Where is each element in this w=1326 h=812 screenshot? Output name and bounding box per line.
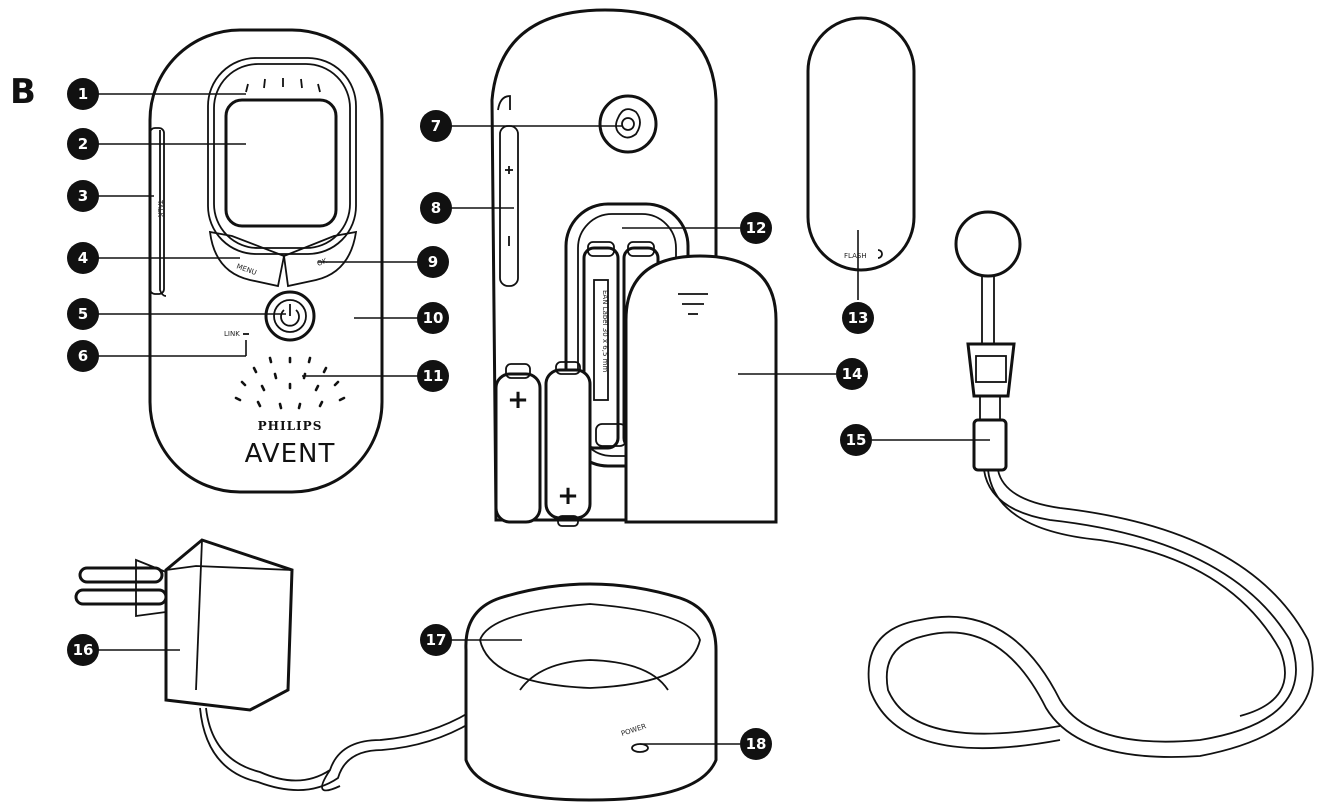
flash-label: FLASH bbox=[844, 252, 867, 260]
battery-label: EAN Label 30 x 6,5 mm bbox=[601, 290, 609, 372]
adapter-cable bbox=[205, 707, 471, 782]
svg-text:6: 6 bbox=[78, 347, 88, 365]
neck-cord bbox=[867, 210, 1314, 758]
brand-avent: AVENT bbox=[245, 439, 336, 469]
callout-5: 5 bbox=[67, 298, 99, 330]
callout-2: 2 bbox=[67, 128, 99, 160]
parent-unit-front: TALK MENU OK LINK bbox=[148, 28, 384, 494]
cord-buckle[interactable] bbox=[966, 342, 1016, 398]
display-screen bbox=[224, 98, 338, 228]
power-adapter bbox=[74, 538, 294, 712]
svg-text:17: 17 bbox=[426, 631, 447, 649]
svg-text:18: 18 bbox=[746, 735, 767, 753]
svg-text:10: 10 bbox=[423, 309, 444, 327]
callout-3: 3 bbox=[67, 180, 99, 212]
svg-text:1: 1 bbox=[78, 85, 88, 103]
link-label: LINK bbox=[224, 330, 240, 338]
callout-15: 15 bbox=[840, 424, 872, 456]
battery-cover bbox=[624, 254, 778, 524]
svg-text:4: 4 bbox=[78, 249, 88, 267]
svg-text:5: 5 bbox=[78, 305, 88, 323]
callout-7: 7 bbox=[420, 110, 452, 142]
menu-button[interactable] bbox=[208, 230, 286, 288]
callout-1: 1 bbox=[67, 78, 99, 110]
callout-9: 9 bbox=[417, 246, 449, 278]
callout-8: 8 bbox=[420, 192, 452, 224]
callout-18: 18 bbox=[740, 728, 772, 760]
battery-plus-sign: + bbox=[557, 481, 579, 511]
battery-plus-sign: + bbox=[507, 385, 529, 415]
callout-10: 10 bbox=[417, 302, 449, 334]
cord-ring bbox=[954, 210, 1022, 278]
callout-6: 6 bbox=[67, 340, 99, 372]
svg-text:11: 11 bbox=[423, 367, 444, 385]
svg-text:3: 3 bbox=[78, 187, 88, 205]
brand-philips: PHILIPS bbox=[258, 419, 323, 433]
callout-17: 17 bbox=[420, 624, 452, 656]
callout-16: 16 bbox=[67, 634, 99, 666]
charger-base: POWER bbox=[464, 582, 718, 802]
callout-13: 13 bbox=[842, 302, 874, 334]
belt-clip: FLASH bbox=[806, 16, 916, 272]
belt-clip-hook bbox=[598, 94, 658, 154]
talk-label: TALK bbox=[156, 199, 164, 217]
svg-text:2: 2 bbox=[78, 135, 88, 153]
svg-text:7: 7 bbox=[431, 117, 441, 135]
screen-bezel bbox=[207, 57, 357, 255]
leader-lines bbox=[96, 93, 990, 745]
speaker-grille bbox=[234, 356, 346, 410]
callout-11: 11 bbox=[417, 360, 449, 392]
callout-12: 12 bbox=[740, 212, 772, 244]
aaa-battery: + bbox=[544, 361, 592, 527]
figure-letter: B bbox=[10, 72, 36, 112]
svg-text:8: 8 bbox=[431, 199, 441, 217]
svg-text:9: 9 bbox=[428, 253, 438, 271]
sound-level-lights bbox=[245, 78, 321, 93]
svg-text:16: 16 bbox=[73, 641, 94, 659]
aaa-battery: + bbox=[494, 363, 542, 524]
ok-button[interactable] bbox=[283, 230, 358, 288]
callout-4: 4 bbox=[67, 242, 99, 274]
svg-text:14: 14 bbox=[842, 365, 863, 383]
callout-14: 14 bbox=[836, 358, 868, 390]
svg-text:13: 13 bbox=[848, 309, 869, 327]
svg-text:15: 15 bbox=[846, 431, 867, 449]
svg-text:12: 12 bbox=[746, 219, 767, 237]
